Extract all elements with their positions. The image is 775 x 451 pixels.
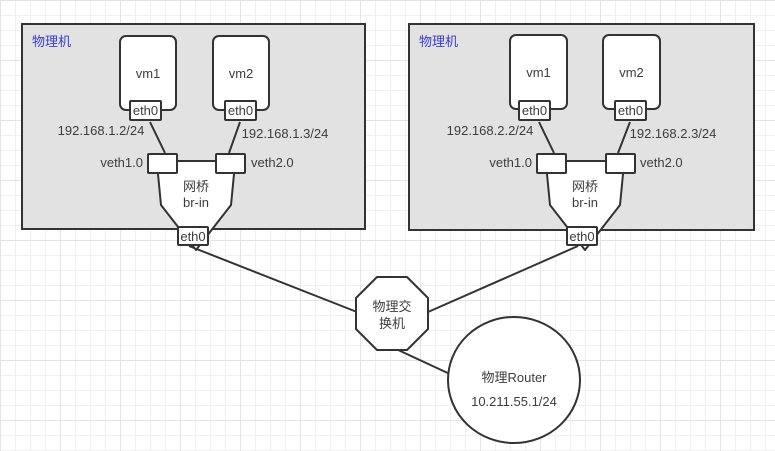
physical-switch-label: 物理交 换机 bbox=[360, 298, 424, 332]
m1-veth1-port[interactable] bbox=[147, 153, 178, 174]
m2-vm1-box[interactable]: vm1 bbox=[509, 34, 568, 110]
m2-vm2-box[interactable]: vm2 bbox=[602, 34, 661, 110]
m1-veth1-label: veth1.0 bbox=[100, 155, 143, 170]
physical-switch-octagon[interactable] bbox=[355, 276, 429, 351]
m2-vm1-eth0-label: eth0 bbox=[521, 103, 548, 118]
wire-m1-vm1-to-veth1[interactable] bbox=[149, 121, 166, 154]
m2-veth2-port[interactable] bbox=[605, 153, 636, 174]
physical-router-ip: 10.211.55.1/24 bbox=[471, 394, 557, 409]
physical-switch-label-line1: 物理交 bbox=[372, 299, 412, 314]
m1-vm1-box[interactable]: vm1 bbox=[119, 35, 177, 111]
m1-vm2-ip-label: 192.168.1.3/24 bbox=[241, 126, 329, 141]
m2-bridge-label: 网桥 br-in bbox=[555, 179, 615, 211]
wire-m2-bridge-to-switch[interactable] bbox=[427, 245, 579, 313]
m2-vm2-name: vm2 bbox=[619, 64, 644, 80]
physical-router-name: 物理Router bbox=[481, 370, 547, 385]
m1-bridge-title: 网桥 bbox=[182, 179, 209, 194]
m2-veth2-label: veth2.0 bbox=[640, 155, 683, 170]
m2-bridge-title: 网桥 bbox=[571, 179, 598, 194]
wire-m2-vm1-to-veth1[interactable] bbox=[538, 121, 555, 154]
physical-machine-1-label: 物理机 bbox=[32, 34, 72, 49]
m2-veth1-label: veth1.0 bbox=[489, 155, 532, 170]
m2-veth1-port[interactable] bbox=[536, 153, 567, 174]
m2-bridge-eth0-port[interactable]: eth0 bbox=[566, 226, 598, 246]
m2-vm2-ip-label: 192.168.2.3/24 bbox=[629, 126, 717, 141]
physical-switch-label-line2: 换机 bbox=[378, 316, 405, 331]
wire-m1-vm2-to-veth2[interactable] bbox=[228, 121, 241, 154]
m1-vm2-name: vm2 bbox=[228, 65, 254, 81]
m2-vm1-ip-label: 192.168.2.2/24 bbox=[446, 123, 534, 138]
physical-router-circle[interactable] bbox=[447, 316, 581, 444]
m2-vm1-name: vm1 bbox=[526, 64, 551, 80]
m1-bridge-eth0-port[interactable]: eth0 bbox=[177, 226, 209, 246]
m1-vm2-box[interactable]: vm2 bbox=[212, 35, 270, 111]
m1-bridge-name: br-in bbox=[182, 195, 209, 210]
m1-vm1-eth0-port[interactable]: eth0 bbox=[129, 100, 162, 121]
m1-vm2-eth0-port[interactable]: eth0 bbox=[224, 100, 257, 121]
m2-vm1-eth0-port[interactable]: eth0 bbox=[518, 100, 551, 121]
m1-vm1-ip-label: 192.168.1.2/24 bbox=[57, 123, 145, 138]
m1-vm1-eth0-label: eth0 bbox=[132, 103, 159, 118]
m2-vm2-eth0-label: eth0 bbox=[617, 103, 644, 118]
m1-bridge-eth0-label: eth0 bbox=[180, 228, 206, 244]
m2-bridge-eth0-label: eth0 bbox=[569, 228, 595, 244]
m1-vm2-eth0-label: eth0 bbox=[227, 103, 254, 118]
wire-m1-bridge-to-switch[interactable] bbox=[188, 245, 358, 313]
m1-veth2-port[interactable] bbox=[215, 153, 246, 174]
m1-vm1-name: vm1 bbox=[135, 65, 161, 81]
physical-machine-2-label: 物理机 bbox=[419, 34, 459, 49]
m2-bridge-name: br-in bbox=[571, 195, 598, 210]
m1-bridge-label: 网桥 br-in bbox=[166, 179, 226, 211]
wire-switch-to-router[interactable] bbox=[395, 348, 453, 376]
wire-m2-vm2-to-veth2[interactable] bbox=[617, 121, 631, 154]
m1-veth2-label: veth2.0 bbox=[251, 155, 294, 170]
m2-vm2-eth0-port[interactable]: eth0 bbox=[614, 100, 647, 121]
